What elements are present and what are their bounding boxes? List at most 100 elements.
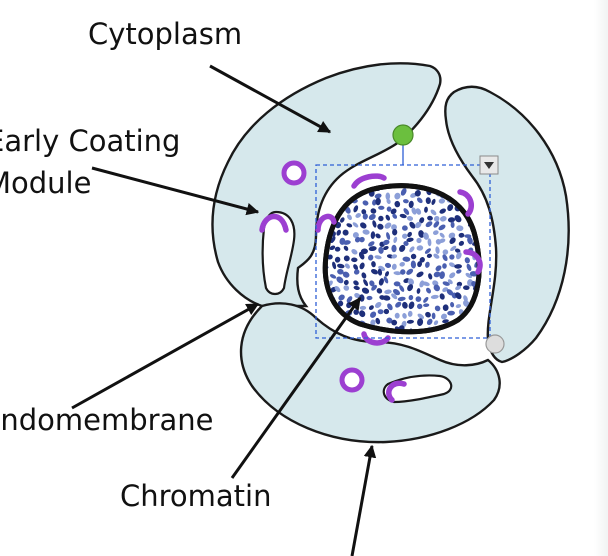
chromatin-granule	[425, 221, 433, 228]
chromatin-granule	[383, 308, 390, 315]
chromatin-granule	[449, 262, 456, 268]
chromatin-granule	[455, 285, 462, 291]
chromatin-granule	[354, 293, 361, 299]
chromatin-granule	[447, 217, 456, 223]
label-endomembrane: Endomembrane	[0, 403, 214, 437]
selection-overlay[interactable]	[315, 124, 505, 354]
canvas-edge-shade	[594, 0, 608, 556]
chromatin-granule	[343, 245, 349, 251]
chromatin-granule	[392, 289, 401, 296]
chromatin-granule	[355, 213, 362, 218]
chromatin-granule	[402, 313, 407, 319]
chromatin-granule	[416, 245, 424, 251]
chromatin-granule	[458, 232, 465, 238]
chromatin-granule	[368, 241, 375, 247]
chromatin-granule	[340, 217, 345, 223]
chromatin-granule	[361, 272, 367, 279]
chromatin-granule	[393, 271, 402, 276]
chromatin-granule	[424, 248, 431, 254]
chromatin-granule	[419, 217, 425, 224]
chromatin-granule	[375, 317, 381, 325]
chromatin-granule	[470, 329, 478, 332]
chromatin-granule	[407, 231, 412, 238]
chromatin-granule	[426, 253, 432, 258]
chromatin-granule	[447, 204, 454, 212]
chromatin-granule	[378, 205, 385, 210]
chromatin-granule	[407, 284, 414, 292]
chromatin-granule	[337, 263, 345, 269]
chromatin-granule	[384, 271, 390, 277]
chromatin-granule	[458, 240, 465, 246]
chromatin-granule	[368, 254, 374, 261]
chromatin-granule	[368, 214, 376, 220]
chromatin-granule	[455, 251, 462, 260]
chromatin-granule	[406, 215, 414, 221]
chromatin-granule	[345, 185, 352, 188]
chromatin-granule	[433, 215, 440, 222]
chromatin-granule	[435, 265, 442, 272]
chromatin-granule	[378, 278, 384, 286]
chromatin-granule	[352, 222, 359, 228]
chromatin-granule	[370, 208, 377, 214]
chromatin-granule	[402, 256, 411, 262]
chromatin-granule	[465, 272, 473, 279]
chromatin-granule	[427, 215, 433, 221]
chromatin-granule	[450, 190, 457, 195]
chromatin-granule	[327, 254, 333, 260]
chromatin-granule	[328, 197, 335, 204]
chromatin-granule	[416, 237, 422, 244]
chromatin-granule	[406, 268, 414, 275]
chromatin-granule	[338, 294, 345, 301]
dropdown-arrow-icon[interactable]	[479, 155, 499, 175]
chromatin-granule	[458, 327, 463, 332]
chromatin-granule	[351, 249, 358, 255]
chromatin-granule	[442, 263, 447, 269]
chromatin-granule	[391, 224, 397, 231]
chromatin-granule	[399, 261, 405, 267]
chromatin-granule	[474, 200, 480, 206]
chromatin-granule	[382, 295, 391, 301]
chromatin-granule	[325, 297, 327, 303]
chromatin-granule	[402, 225, 408, 231]
chromatin-granule	[435, 246, 440, 254]
chromatin-granule	[353, 309, 359, 315]
chromatin-granule	[410, 253, 417, 260]
chromatin-granule	[329, 245, 336, 251]
chromatin-granule	[442, 249, 449, 255]
chromatin-granule	[415, 296, 422, 302]
chromatin-granule	[334, 256, 341, 263]
cytoplasm-lobe-bottom	[239, 302, 501, 444]
chromatin-granule	[414, 190, 421, 197]
chromatin-granule	[368, 246, 377, 252]
chromatin-granule	[454, 215, 462, 223]
chromatin-granule	[336, 276, 344, 284]
chromatin-granule	[342, 192, 349, 199]
chromatin-granule	[427, 238, 432, 247]
chromatin-granule	[331, 320, 338, 327]
chromatin-granule	[433, 320, 439, 326]
chromatin-granule	[433, 271, 441, 278]
chromatin-granule	[343, 255, 350, 262]
coating-arc	[386, 380, 407, 403]
chromatin-granule	[329, 274, 337, 279]
chromatin-granule	[450, 302, 455, 308]
label-early-coating-line1: Early Coating	[0, 124, 180, 158]
chromatin-granule	[394, 312, 400, 319]
chromatin-granule	[342, 229, 349, 236]
chromatin-granule	[337, 268, 344, 275]
chromatin-granule	[354, 236, 361, 243]
chromatin-granule	[425, 261, 430, 268]
chromatin-granule	[411, 207, 417, 215]
chromatin-granule	[416, 288, 421, 294]
chromatin-granule	[432, 230, 439, 235]
chromatin-granule	[442, 281, 450, 286]
chromatin-granule	[325, 303, 329, 311]
chromatin-granule	[371, 284, 378, 291]
chromatin-granule	[338, 185, 344, 187]
chromatin-granule	[470, 312, 478, 320]
green-circle-handle-icon[interactable]	[392, 124, 414, 146]
chromatin-granule	[386, 206, 392, 212]
grey-circle-handle-icon[interactable]	[485, 334, 505, 354]
label-early-coating-line2: Module	[0, 166, 91, 200]
chromatin-granule	[363, 279, 369, 287]
